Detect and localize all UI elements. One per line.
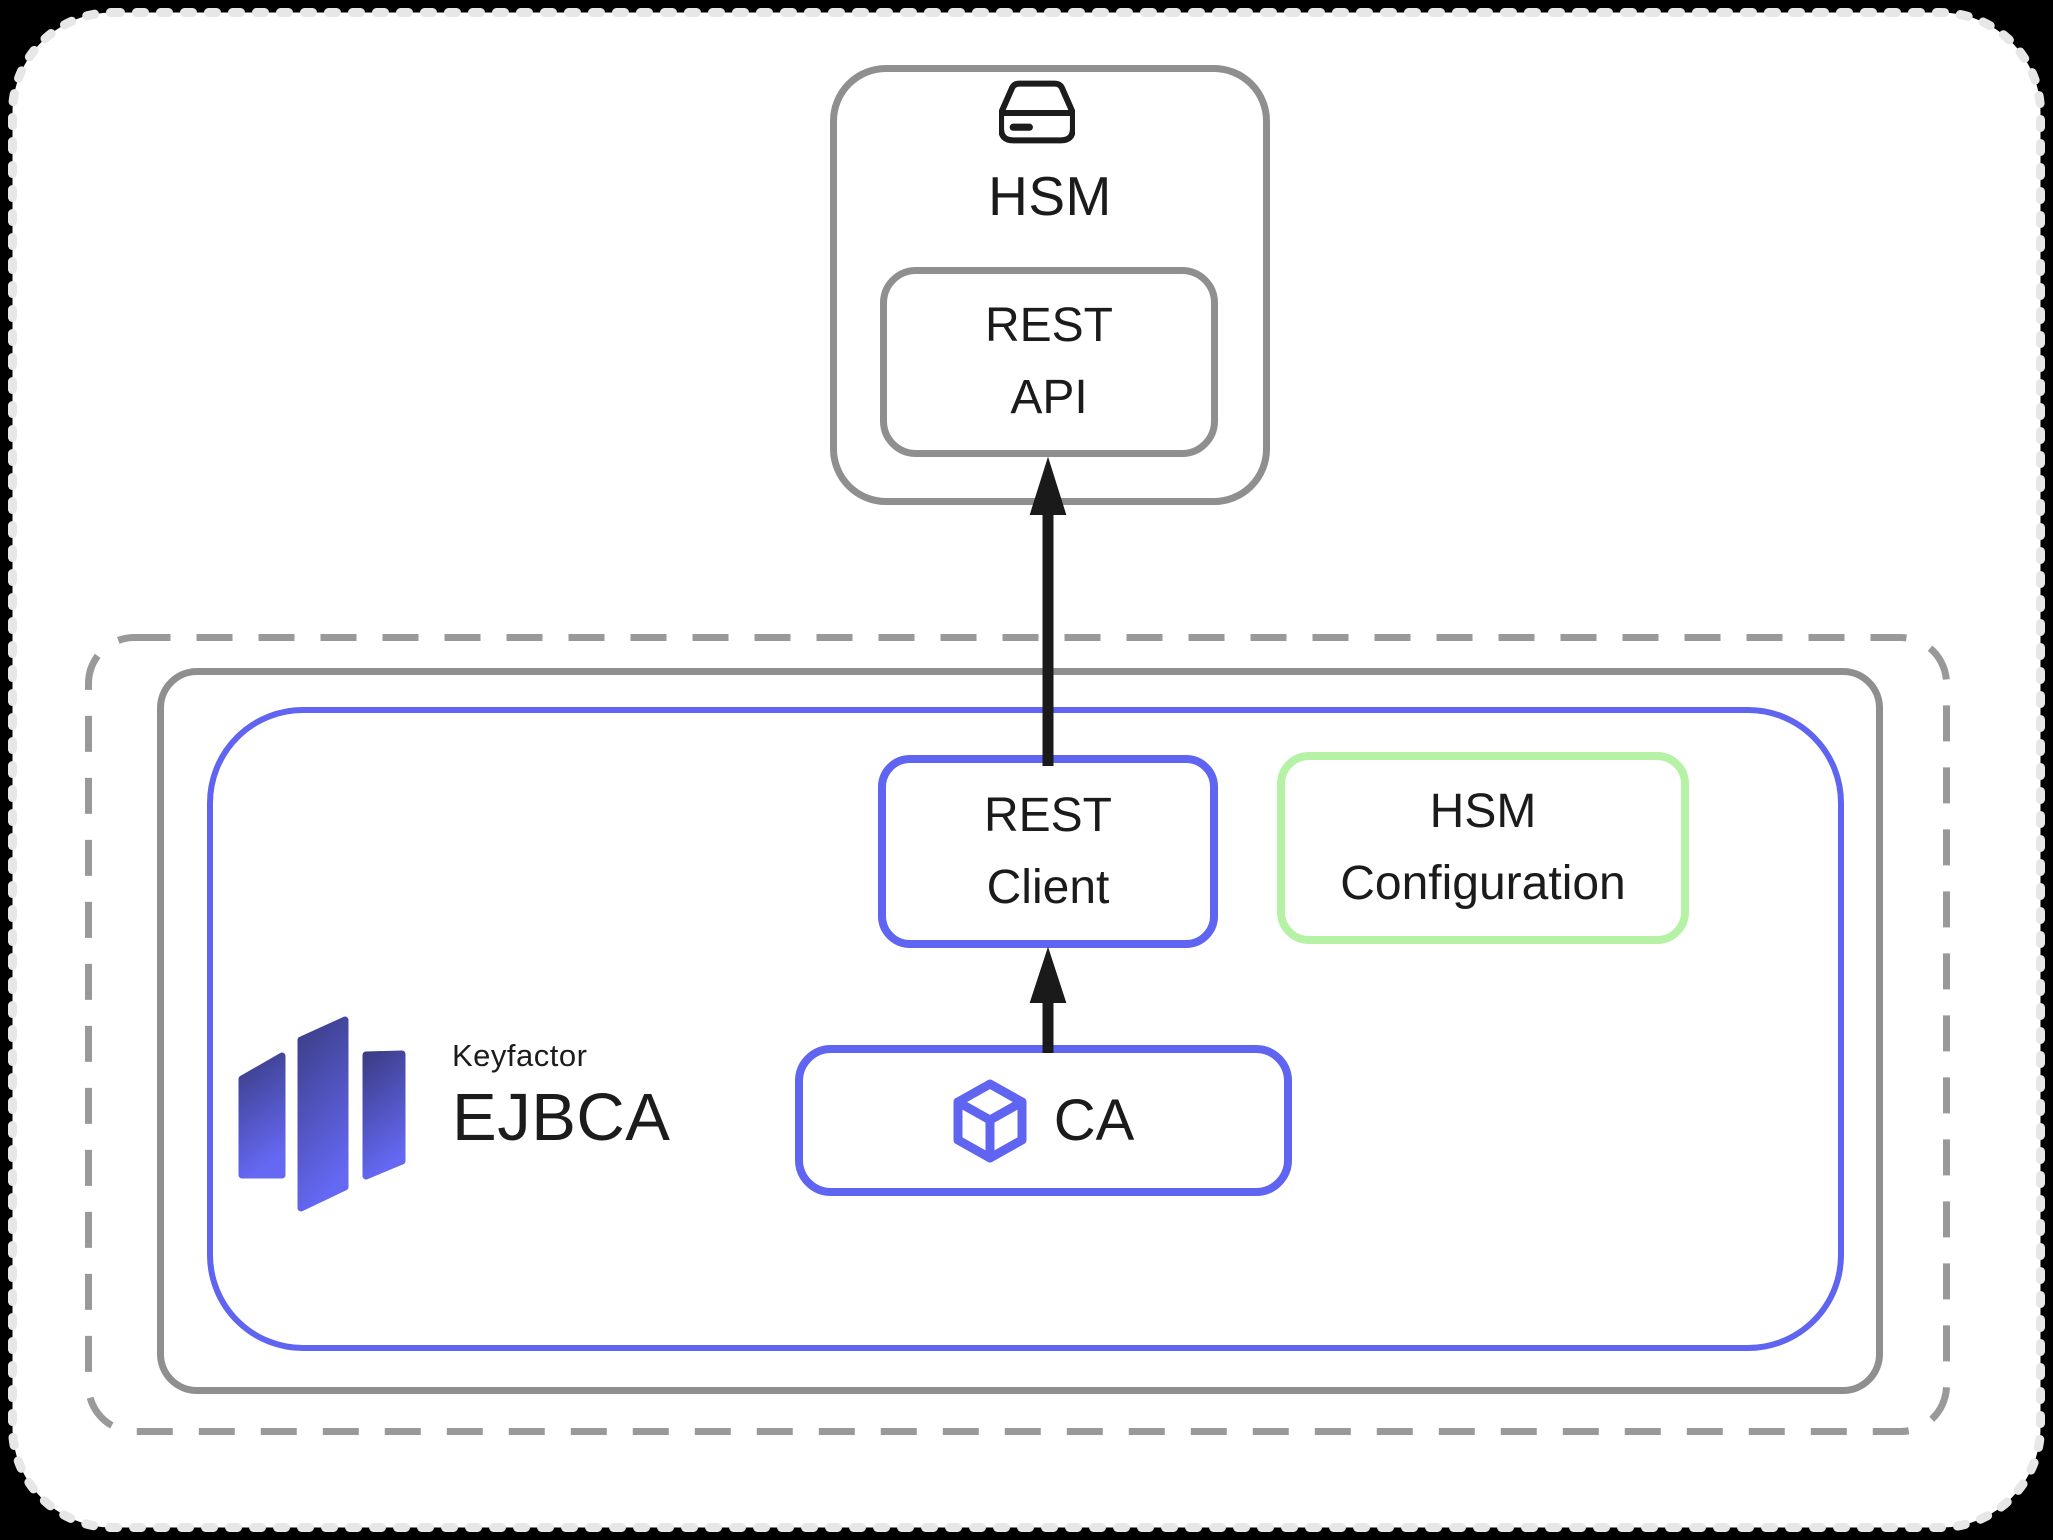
hsm-group-box: HSM REST API <box>830 65 1270 505</box>
rest-client-label-line2: Client <box>986 860 1110 914</box>
appliance-container <box>157 668 1883 1394</box>
logo-bar-right <box>362 1050 406 1180</box>
keyfactor-logo-mark <box>238 1016 406 1212</box>
rest-api-label-line1: REST <box>984 299 1113 352</box>
hsm-device-icon <box>999 80 1075 144</box>
logo-bar-left <box>238 1052 286 1179</box>
hsm-icon-outline <box>999 80 1075 144</box>
hsm-configuration-label-line2: Configuration <box>1340 857 1626 910</box>
ejbca-container: Keyfactor EJBCA REST Client HSM Configur… <box>207 707 1844 1351</box>
keyfactor-brand-text: Keyfactor <box>452 1038 588 1073</box>
logo-bar-middle <box>297 1016 349 1212</box>
rest-client-label-line1: REST <box>983 788 1112 842</box>
hsm-configuration-box: HSM Configuration <box>1277 752 1689 944</box>
logo-bars <box>238 1016 406 1212</box>
hsm-title: HSM <box>988 165 1112 227</box>
rest-client-box: REST Client <box>878 755 1218 948</box>
cube-icon <box>953 1079 1027 1162</box>
ejbca-product-text: EJBCA <box>452 1080 671 1155</box>
ca-box: CA <box>795 1045 1292 1196</box>
ca-label: CA <box>1053 1088 1135 1153</box>
rest-api-label-line2: API <box>1010 371 1088 424</box>
keyfactor-ejbca-logo-text: Keyfactor EJBCA <box>452 1039 670 1153</box>
hsm-configuration-label-line1: HSM <box>1429 785 1537 838</box>
rest-api-box: REST API <box>880 267 1218 457</box>
